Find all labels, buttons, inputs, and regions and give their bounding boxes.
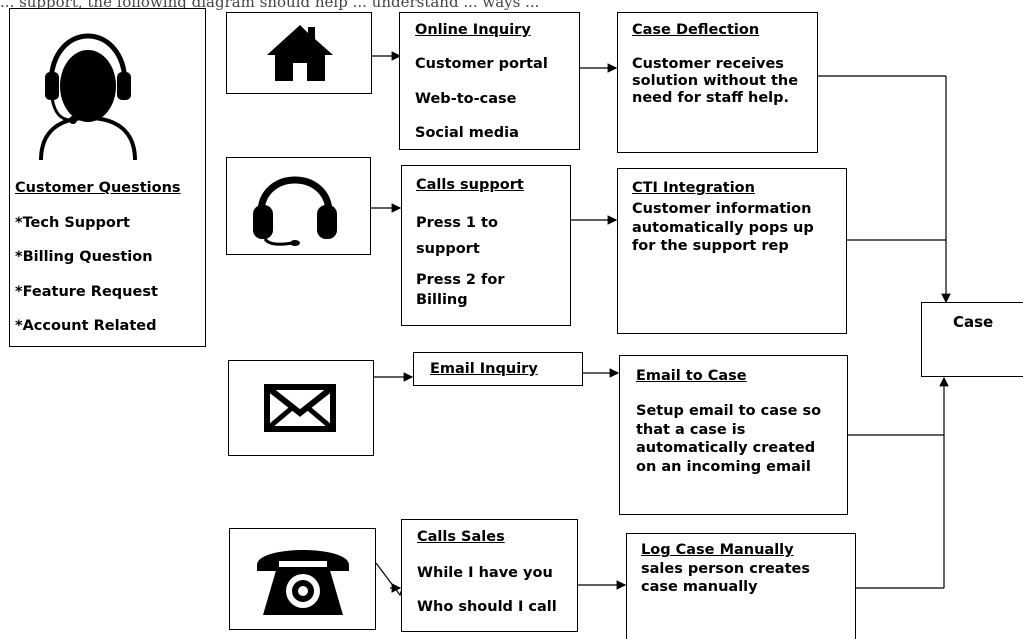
calls-support-item-2: Press 2 for Billing xyxy=(416,272,505,308)
email-to-case-text: Setup email to case so that a case is au… xyxy=(636,403,822,475)
calls-sales-item-2: Who should I call xyxy=(417,599,557,615)
arrow-phone-to-sales xyxy=(375,562,403,597)
case-deflection-box: Case Deflection Customer receives soluti… xyxy=(617,12,818,153)
headphones-icon xyxy=(253,176,337,246)
log-case-text: sales person creates case manually xyxy=(641,561,810,595)
online-item-social: Social media xyxy=(415,125,519,141)
cti-integration-text: Customer information automatically pops … xyxy=(632,201,814,254)
customer-questions-title: Customer Questions xyxy=(15,180,181,196)
telephone-icon xyxy=(257,550,349,615)
online-item-portal: Customer portal xyxy=(415,56,548,72)
case-deflection-title: Case Deflection xyxy=(632,22,760,38)
calls-support-box: Calls support Press 1 to support Press 2… xyxy=(401,165,571,326)
calls-sales-item-1: While I have you xyxy=(417,565,553,581)
telephone-icon-box xyxy=(229,528,376,630)
customer-item-billing: *Billing Question xyxy=(15,249,153,265)
case-box: Case xyxy=(921,302,1023,377)
online-inquiry-title: Online Inquiry xyxy=(415,22,531,38)
home-icon xyxy=(267,25,333,81)
customer-item-feature: *Feature Request xyxy=(15,284,158,300)
online-inquiry-box: Online Inquiry Customer portal Web-to-ca… xyxy=(399,12,580,150)
customer-item-account: *Account Related xyxy=(15,318,157,334)
customer-questions-box: Customer Questions *Tech Support *Billin… xyxy=(9,8,206,347)
log-case-box: Log Case Manually sales person creates c… xyxy=(626,533,856,639)
email-inquiry-box: Email Inquiry xyxy=(413,352,583,386)
cti-integration-title: CTI Integration xyxy=(632,180,755,196)
email-inquiry-title: Email Inquiry xyxy=(430,361,538,377)
calls-support-item-1: Press 1 to support xyxy=(416,215,498,257)
case-label: Case xyxy=(953,313,994,331)
top-cut-text: ... support, the following diagram shoul… xyxy=(0,0,540,11)
calls-sales-box: Calls Sales While I have you Who should … xyxy=(401,519,578,632)
home-icon-box xyxy=(226,12,372,94)
calls-sales-title: Calls Sales xyxy=(417,529,505,545)
email-to-case-title: Email to Case xyxy=(636,368,747,384)
email-to-case-box: Email to Case Setup email to case so tha… xyxy=(619,355,848,515)
cti-integration-box: CTI Integration Customer information aut… xyxy=(617,168,847,334)
customer-item-tech-support: *Tech Support xyxy=(15,215,130,231)
case-deflection-text: Customer receives solution without the n… xyxy=(632,56,799,106)
online-item-web: Web-to-case xyxy=(415,91,517,107)
calls-support-title: Calls support xyxy=(416,177,524,193)
headphones-icon-box xyxy=(226,157,371,255)
envelope-icon xyxy=(264,384,336,432)
envelope-icon-box xyxy=(228,360,374,456)
agent-headset-icon xyxy=(39,33,137,161)
log-case-title: Log Case Manually xyxy=(641,542,794,558)
